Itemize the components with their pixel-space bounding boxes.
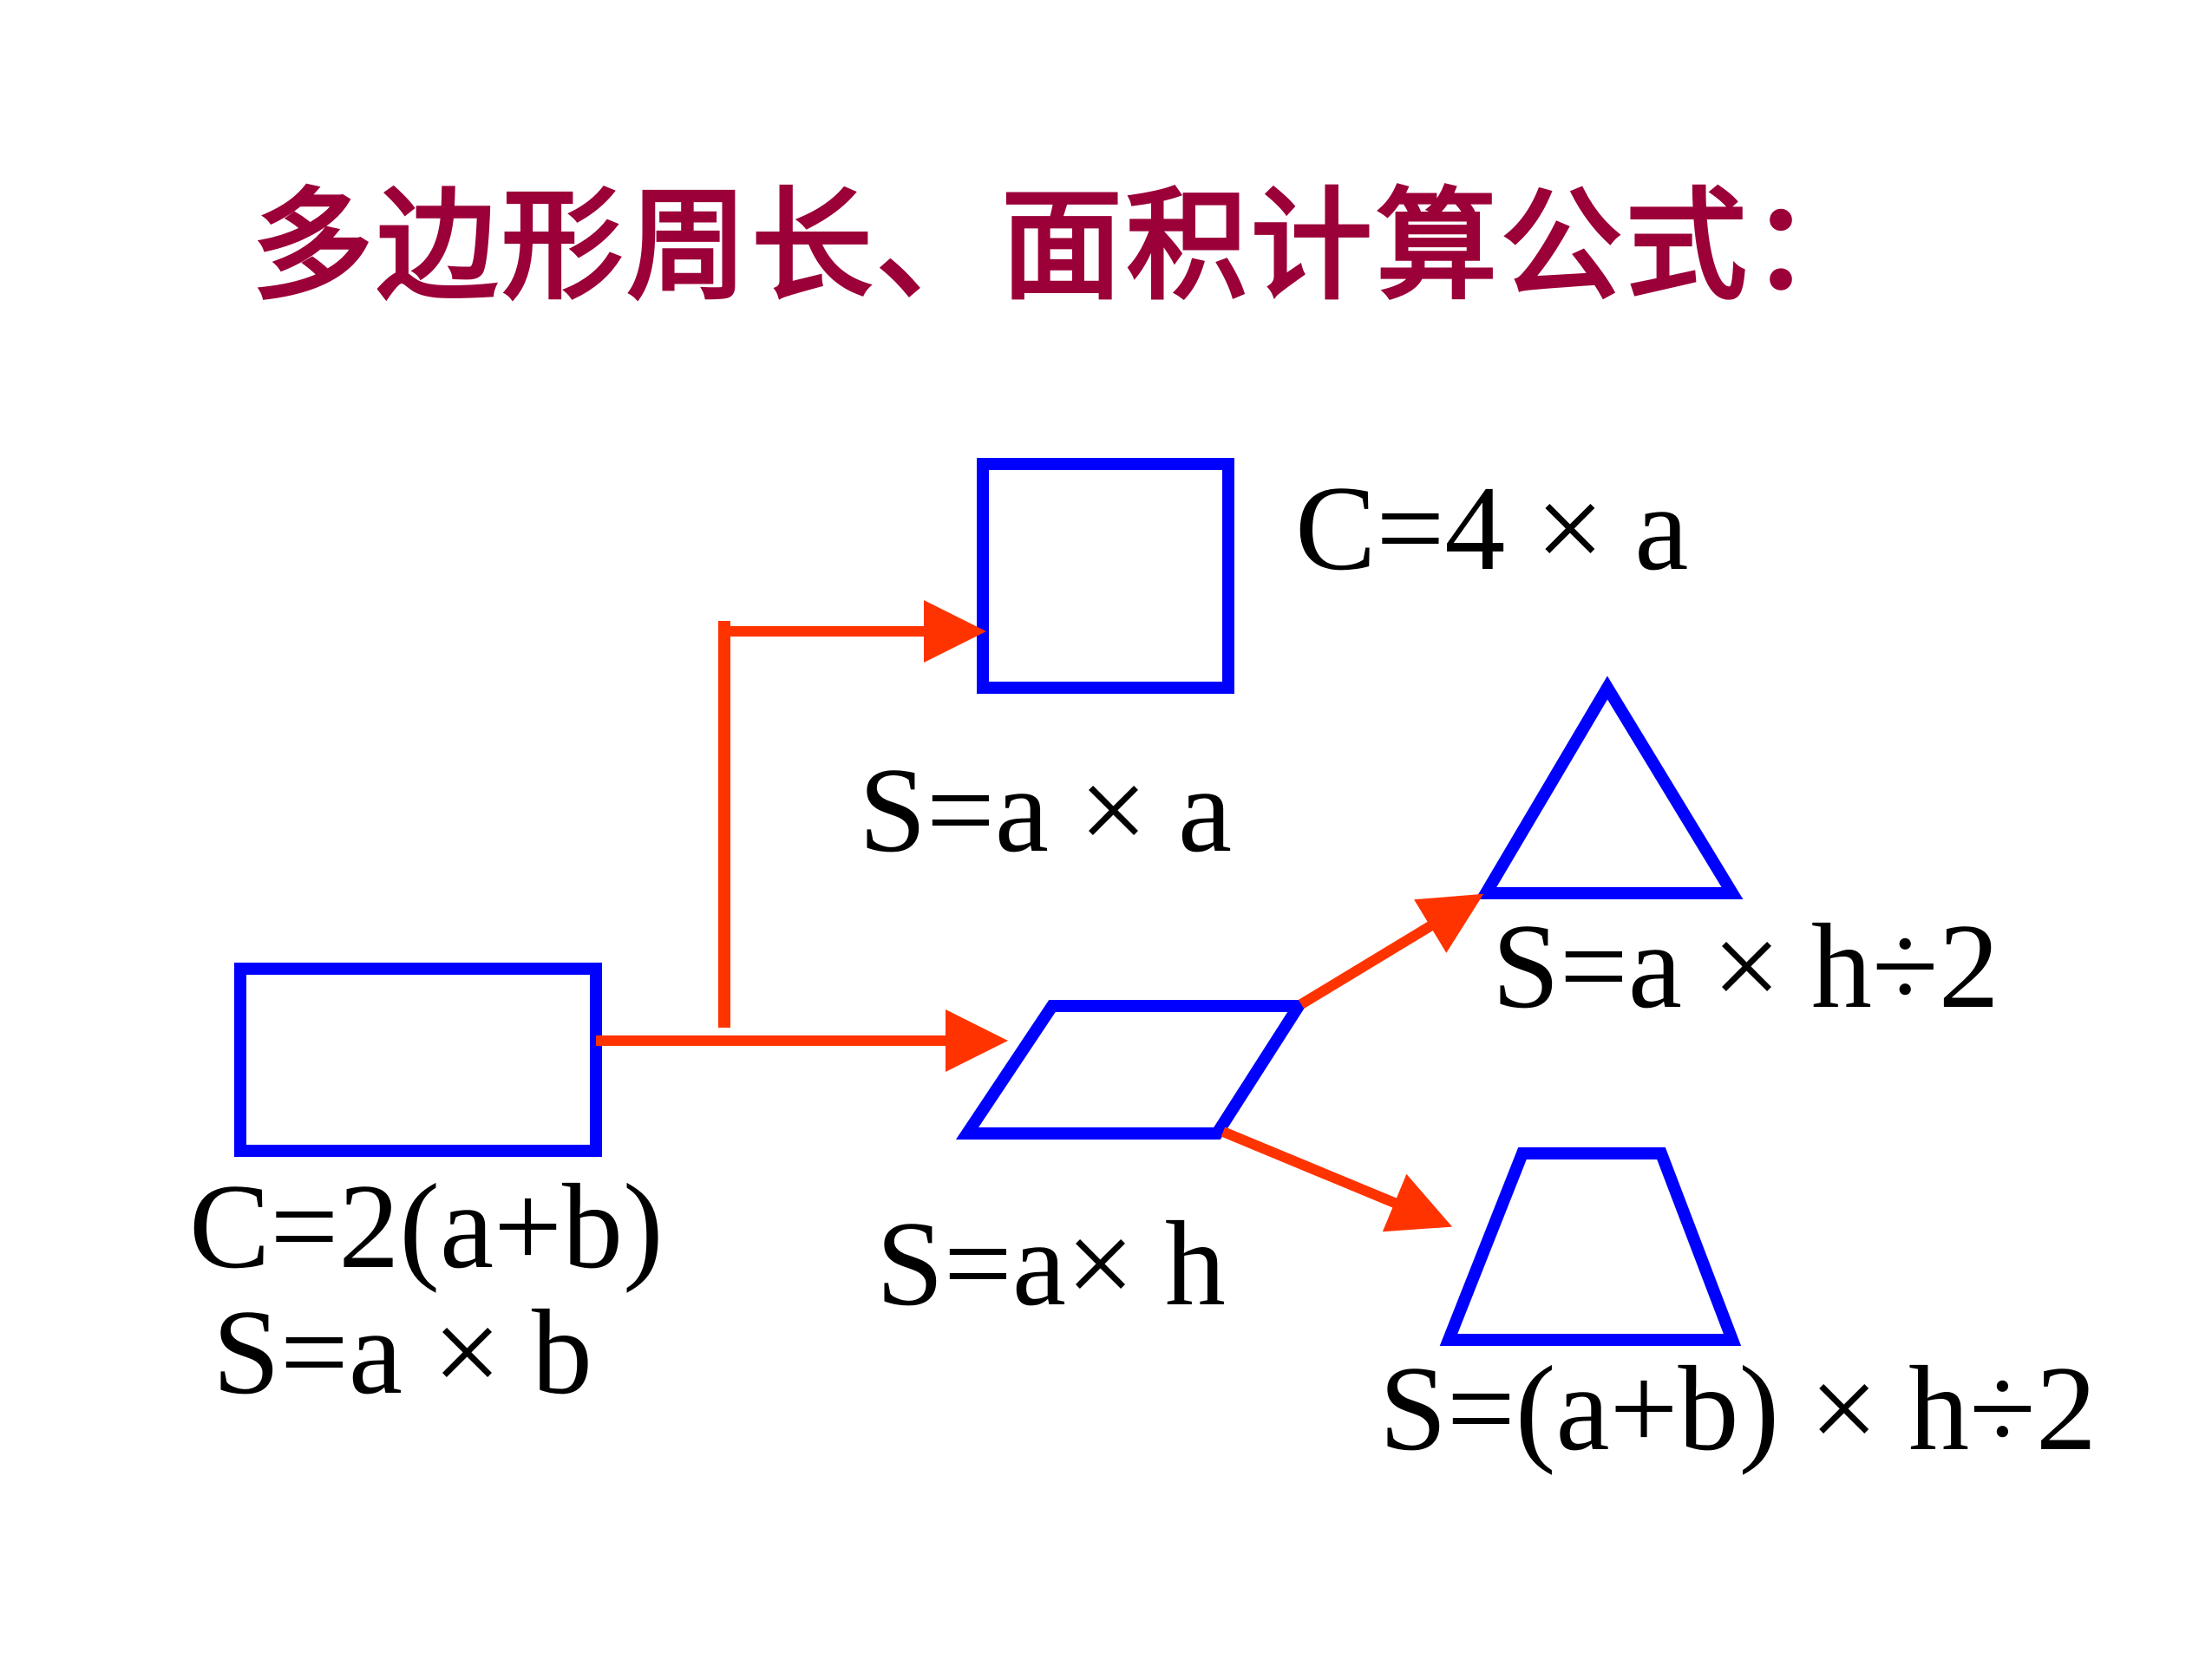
square-area-formula: S=a × a: [859, 743, 1233, 878]
page-title: 多边形周长、面积计算公式：: [252, 176, 1876, 317]
parallelogram-shape: [955, 1000, 1310, 1140]
arrow-parallelogram-to-triangle: [1298, 893, 1484, 1009]
parallelogram-area-formula: S=a× h: [876, 1197, 1226, 1331]
trapezoid-shape: [1439, 1147, 1742, 1346]
trapezoid-area-formula: S=(a+b) × h÷2: [1379, 1342, 2097, 1476]
square-perimeter-formula: C=4 × a: [1295, 461, 1689, 596]
triangle-shape: [1475, 676, 1744, 899]
rectangle-area-formula: S=a × b: [213, 1285, 592, 1420]
triangle-area-formula: S=a × h÷2: [1492, 899, 1999, 1034]
arrow-parallelogram-to-trapezoid: [1221, 1127, 1453, 1232]
rectangle-shape: [234, 963, 602, 1157]
rectangle-perimeter-formula: C=2(a+b): [189, 1159, 664, 1294]
square-shape: [977, 458, 1234, 694]
